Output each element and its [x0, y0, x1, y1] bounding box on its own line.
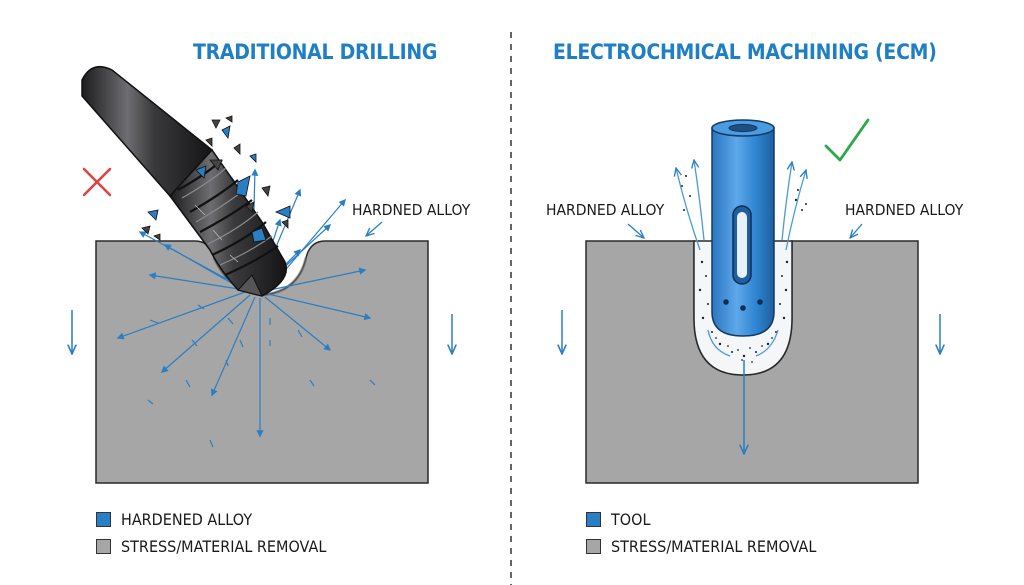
flow-arrows	[676, 160, 806, 357]
left-panel-title: TRADITIONAL DRILLING	[193, 40, 438, 64]
legend-swatch-blue	[96, 512, 111, 527]
legend-label: STRESS/MATERIAL REMOVAL	[121, 537, 327, 556]
check-icon	[824, 118, 870, 162]
right-legend-item-1: TOOL	[586, 510, 655, 529]
legend-label: HARDENED ALLOY	[121, 510, 253, 529]
legend-swatch-blue	[586, 512, 601, 527]
legend-label: TOOL	[611, 510, 651, 529]
electrolyte-particles	[681, 175, 807, 363]
ecm-tool	[711, 119, 775, 337]
right-legend-item-2: STRESS/MATERIAL REMOVAL	[586, 537, 839, 556]
left-legend-item-1: HARDENED ALLOY	[96, 510, 267, 529]
legend-label: STRESS/MATERIAL REMOVAL	[611, 537, 817, 556]
left-legend-item-2: STRESS/MATERIAL REMOVAL	[96, 537, 349, 556]
right-panel-title: ELECTROCHMICAL MACHINING (ECM)	[553, 40, 937, 64]
legend-swatch-gray	[96, 539, 111, 554]
left-alloy-label: HARDNED ALLOY	[352, 201, 471, 219]
right-alloy-label-left: HARDNED ALLOY	[546, 201, 665, 219]
debris-chips	[141, 115, 291, 243]
right-panel-graphic	[562, 118, 940, 484]
legend-swatch-gray	[586, 539, 601, 554]
left-panel-graphic	[72, 65, 452, 484]
cross-icon	[82, 167, 112, 197]
right-left-label-pointer	[627, 223, 644, 238]
left-label-pointer	[366, 221, 383, 236]
right-alloy-label-right: HARDNED ALLOY	[845, 201, 964, 219]
right-right-label-pointer	[850, 223, 863, 238]
